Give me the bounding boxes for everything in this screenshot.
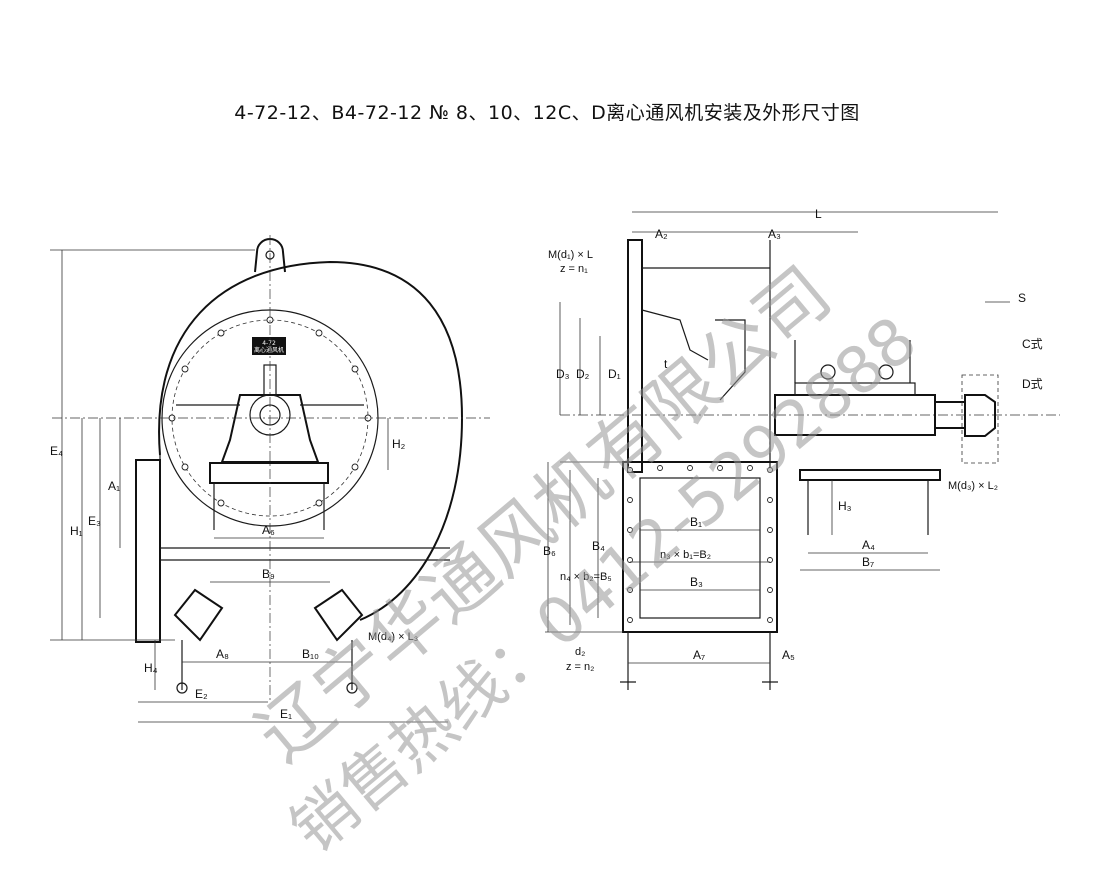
label-A3: A₃ xyxy=(768,227,781,241)
nameplate-line1: 4-72 xyxy=(262,340,276,347)
label-A2: A₂ xyxy=(655,227,668,241)
label-t: t xyxy=(664,357,668,371)
label-M-d4-L3: M(d₄) × L₃ xyxy=(368,631,418,643)
label-B9: B₉ xyxy=(262,567,275,581)
inlet-flange xyxy=(627,239,643,473)
label-E2: E₂ xyxy=(195,687,208,701)
front-view: 4-72 离心通风机 E₄ H₁ xyxy=(50,235,490,723)
side-view: L A₂ A₃ M(d₁) × L z = n₁ S C式 D式 D₃ D₂ D… xyxy=(543,207,1060,690)
label-S: S xyxy=(1018,291,1026,305)
label-D1: D₁ xyxy=(608,367,621,381)
label-M-d1-L: M(d₁) × L xyxy=(548,249,593,261)
bearing-base xyxy=(799,469,941,481)
label-H4: H₄ xyxy=(144,661,158,675)
label-A7: A₇ xyxy=(693,648,705,662)
label-A8: A₈ xyxy=(216,647,229,661)
label-d2: d₂ xyxy=(575,646,585,658)
left-foot xyxy=(173,588,224,642)
nameplate-line2: 离心通风机 xyxy=(254,346,284,354)
nameplate xyxy=(252,337,286,355)
label-B6: B₆ xyxy=(543,544,556,558)
anchor-bolt-left xyxy=(176,682,188,694)
label-H3: H₃ xyxy=(838,499,852,513)
label-B3: B₃ xyxy=(690,575,703,589)
right-foot xyxy=(313,588,364,642)
label-H2: H₂ xyxy=(392,437,406,451)
outlet-frame xyxy=(622,461,778,633)
label-B1: B₁ xyxy=(690,515,702,529)
label-A5: A₅ xyxy=(782,648,795,662)
impeller xyxy=(715,319,746,401)
label-M-d3-L2: M(d₃) × L₂ xyxy=(948,480,998,492)
label-B10: B₁₀ xyxy=(302,647,319,661)
label-B4: B₄ xyxy=(592,539,605,553)
label-z-n1: z = n₁ xyxy=(560,263,588,275)
coupling xyxy=(964,394,996,437)
label-D-type: D式 xyxy=(1022,377,1043,391)
frame-bolts xyxy=(627,465,773,623)
label-z-n2: z = n₂ xyxy=(566,661,594,673)
pulley-outline xyxy=(961,374,999,464)
label-A4: A₄ xyxy=(862,538,875,552)
outlet-opening xyxy=(639,477,761,619)
label-E4: E₄ xyxy=(50,444,63,458)
label-B7: B₇ xyxy=(862,555,874,569)
label-E3: E₃ xyxy=(88,514,101,528)
label-A6: A₆ xyxy=(262,523,275,537)
anchor-bolt-right xyxy=(346,682,358,694)
volute-casing xyxy=(158,260,464,621)
outlet-flange xyxy=(135,459,161,643)
drawing-title: 4-72-12、B4-72-12 № 8、10、12C、D离心通风机安装及外形尺… xyxy=(234,102,860,124)
label-n3-b1-B2: n₃ × b₁=B₂ xyxy=(660,549,711,561)
label-H1: H₁ xyxy=(70,524,83,538)
label-E1: E₁ xyxy=(280,707,292,721)
label-C-type: C式 xyxy=(1022,337,1043,351)
inlet-cone xyxy=(641,309,709,361)
label-L: L xyxy=(815,207,822,221)
label-D3: D₃ xyxy=(556,367,570,381)
support-bracket xyxy=(209,462,329,484)
label-n4-b2-B5: n₄ × b₂=B₅ xyxy=(560,571,612,583)
label-D2: D₂ xyxy=(576,367,590,381)
label-A1: A₁ xyxy=(108,479,120,493)
